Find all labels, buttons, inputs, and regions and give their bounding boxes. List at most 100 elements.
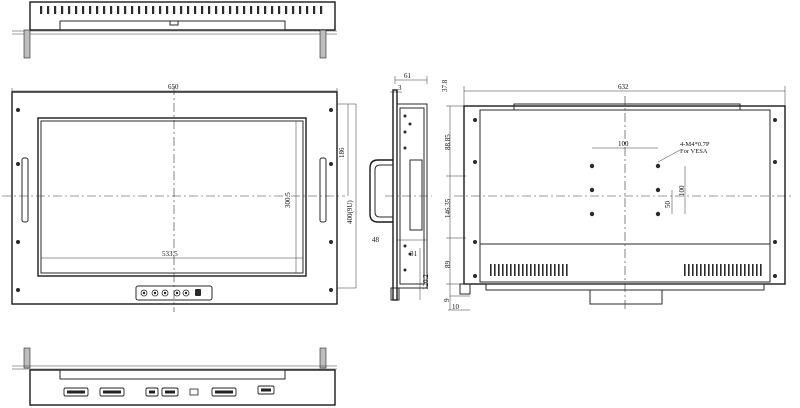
control-button	[182, 289, 190, 297]
bottom-chassis	[29, 369, 336, 406]
vent-slot	[558, 264, 560, 276]
dim-total-height: 400(9U)	[346, 200, 354, 224]
vent-slot	[712, 264, 714, 276]
vent-slot	[96, 6, 99, 14]
vent-slot	[514, 264, 516, 276]
vent-slot	[542, 264, 544, 276]
vent-slot	[530, 264, 532, 276]
side-hole	[408, 122, 412, 126]
vent-slot	[299, 6, 302, 14]
vent-slot	[180, 6, 183, 14]
control-button	[140, 289, 148, 297]
bottom-handle-right	[319, 347, 327, 369]
io-port	[189, 388, 199, 396]
vent-slot	[506, 264, 508, 276]
vesa-hole	[655, 163, 661, 169]
vent-slot	[215, 6, 218, 14]
side-hole	[403, 130, 407, 134]
vent-slot	[748, 264, 750, 276]
dim-rear-d: 9	[443, 298, 451, 302]
vent-slot	[264, 6, 267, 14]
control-button-dot	[153, 291, 157, 295]
rear-panel	[463, 105, 786, 285]
vent-slot	[159, 6, 162, 14]
dim-side-flange: 3	[398, 84, 402, 92]
mounting-hole	[16, 240, 20, 244]
vent-slot	[756, 264, 758, 276]
io-port	[211, 387, 237, 397]
lcd-opening	[37, 117, 307, 277]
vent-slot	[75, 6, 78, 14]
rear-hole	[773, 240, 777, 244]
vent-slot	[306, 6, 309, 14]
bottom-handle-left	[23, 347, 31, 369]
vesa-note-2: For VESA	[680, 148, 708, 155]
vent-slot	[510, 264, 512, 276]
vent-slot	[243, 6, 246, 14]
vent-slot	[313, 6, 316, 14]
vent-slot	[736, 264, 738, 276]
vent-slot	[47, 6, 50, 14]
vent-slot	[728, 264, 730, 276]
dim-active-width: 533.5	[162, 250, 178, 258]
control-button	[151, 289, 159, 297]
mounting-hole	[329, 108, 333, 112]
vesa-note-1: 4-M4*0.7P	[680, 141, 710, 148]
vent-slot	[40, 6, 43, 14]
vent-slot	[138, 6, 141, 14]
vent-slot	[131, 6, 134, 14]
dim-vesa-v: 100	[678, 185, 686, 196]
mounting-hole	[16, 288, 20, 292]
io-port-pins	[261, 388, 271, 392]
io-port	[145, 387, 159, 397]
vent-slot	[716, 264, 718, 276]
top-view	[12, 1, 337, 59]
vesa-hole	[655, 187, 661, 193]
vent-slot	[732, 264, 734, 276]
vent-slot	[518, 264, 520, 276]
vesa-holes	[589, 163, 661, 217]
vent-slot	[201, 6, 204, 14]
control-button-dot	[142, 291, 146, 295]
dim-rear-a: 88.85	[444, 134, 452, 150]
vent-slot	[562, 264, 564, 276]
io-ports	[63, 385, 275, 397]
control-buttons	[140, 289, 190, 297]
vent-slot	[704, 264, 706, 276]
side-hole	[403, 114, 407, 118]
side-holes	[403, 114, 412, 272]
dim-rear-width: 632	[618, 83, 629, 91]
dim-half-height: 186	[338, 147, 346, 158]
dim-bottom-tail: 120.2	[422, 274, 430, 290]
front-handle-right	[319, 157, 327, 223]
vent-slot	[82, 6, 85, 14]
vent-slot	[490, 264, 492, 276]
vent-slot	[194, 6, 197, 14]
front-view: 650 533.5 300.5 186 400(9U)	[2, 83, 357, 312]
top-vent-slots	[40, 6, 323, 14]
vent-slot	[54, 6, 57, 14]
vent-slot	[744, 264, 746, 276]
vent-slot	[752, 264, 754, 276]
rear-hole	[473, 240, 477, 244]
vent-slot	[110, 6, 113, 14]
front-panel	[11, 91, 338, 305]
control-button	[161, 289, 169, 297]
side-front-plate	[392, 89, 398, 301]
rear-hole	[773, 118, 777, 122]
mounting-hole	[16, 108, 20, 112]
rear-hole	[773, 160, 777, 164]
dim-handle-offset: 48	[372, 236, 380, 244]
dim-vesa-h: 100	[618, 140, 629, 148]
rear-hole	[473, 274, 477, 278]
io-port	[161, 387, 179, 397]
vent-slot	[124, 6, 127, 14]
side-hole	[403, 146, 407, 150]
rear-view: 632 37.8 100 100 50 4-M4*0.7P For VESA 8…	[441, 79, 792, 312]
vent-slot	[257, 6, 260, 14]
control-button-dot	[184, 291, 188, 295]
io-port-pins	[67, 390, 85, 394]
vent-slot	[320, 6, 323, 14]
control-panel	[135, 285, 213, 301]
